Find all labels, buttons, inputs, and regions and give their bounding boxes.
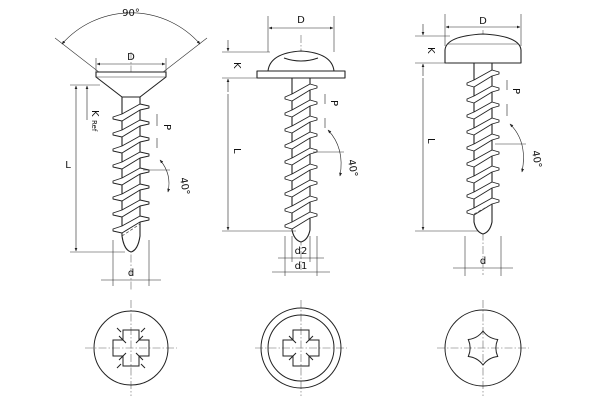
head-outline <box>444 309 522 387</box>
thread-crest <box>466 117 500 136</box>
head-height-label: K <box>89 110 100 117</box>
tip-hidden-line <box>473 203 493 215</box>
thread-angle-label: 40° <box>177 177 191 196</box>
thread-angle-label: 40° <box>345 159 359 178</box>
flange-washer <box>256 70 346 79</box>
tip-hidden-line <box>121 223 141 237</box>
pozidriv-cross-icon <box>112 327 150 369</box>
pitch-label: P <box>161 124 172 130</box>
thread-crest <box>466 133 500 152</box>
countersunk-top-view <box>85 300 177 396</box>
head-height-label: K <box>231 62 242 69</box>
shank-label: d <box>128 268 134 279</box>
head-height-label: K <box>425 47 436 54</box>
thread-crest <box>112 199 150 218</box>
length-label: L <box>231 148 242 154</box>
thread-profile <box>112 103 150 234</box>
head-diameter-label: D <box>127 52 135 63</box>
angle-arc <box>61 12 201 45</box>
thread-crest <box>112 151 150 170</box>
angle-label: 90° <box>122 8 140 19</box>
thread-angle-label: 40° <box>529 150 543 169</box>
thread-angle-arc <box>509 123 525 173</box>
thread-crest <box>112 119 150 138</box>
countersunk-head <box>95 71 167 98</box>
length-label: L <box>425 138 436 144</box>
countersunk-screw-view: 90° D L K Ref P 40° <box>54 8 208 290</box>
inner-diameter-label: d2 <box>295 246 308 257</box>
thread-angle-arc <box>159 159 171 193</box>
drive-recess-edge <box>283 57 319 62</box>
thread-crest <box>466 165 500 184</box>
pitch-label: P <box>328 100 339 106</box>
flange-head-screw-view: D K L P 40° d2 d1 <box>222 15 359 276</box>
thread-crest <box>466 101 500 120</box>
hexalobular-star-icon <box>467 330 499 366</box>
length-label: L <box>65 160 71 171</box>
shank-label: d <box>480 256 486 267</box>
thread-crest <box>112 103 150 122</box>
tip-hidden-line <box>291 211 311 223</box>
thread-profile <box>284 83 318 230</box>
flange-outline <box>260 307 342 389</box>
head-diameter-label: D <box>297 15 305 26</box>
pan-head-top-view <box>437 300 529 396</box>
pan-head <box>444 33 522 64</box>
thread-profile <box>466 69 500 216</box>
thread-crest <box>466 85 500 104</box>
dome-outline <box>267 314 335 382</box>
pan-head-screw-view: D K L P 40° d <box>415 14 543 276</box>
flange-top-view <box>255 300 347 396</box>
head-height-subscript: Ref <box>90 120 98 132</box>
thread-crest <box>112 215 150 234</box>
thread-crest <box>466 69 500 88</box>
thread-crest <box>284 211 318 230</box>
thread-crest <box>284 179 318 198</box>
thread-crest <box>112 135 150 154</box>
thread-crest <box>284 99 318 118</box>
head-outline <box>93 310 169 386</box>
thread-crest <box>284 147 318 166</box>
thread-crest <box>284 115 318 134</box>
head-diameter-label: D <box>479 16 487 27</box>
thread-crest <box>466 149 500 168</box>
thread-angle-arc <box>327 129 342 177</box>
thread-crest <box>112 183 150 202</box>
outer-diameter-label: d1 <box>295 261 308 272</box>
thread-crest <box>112 167 150 186</box>
pitch-label: P <box>510 88 521 94</box>
thread-crest <box>284 83 318 102</box>
thread-crest <box>284 195 318 214</box>
thread-crest <box>284 163 318 182</box>
thread-crest <box>284 131 318 150</box>
pozidriv-cross-icon <box>282 329 320 367</box>
thread-crest <box>466 181 500 200</box>
